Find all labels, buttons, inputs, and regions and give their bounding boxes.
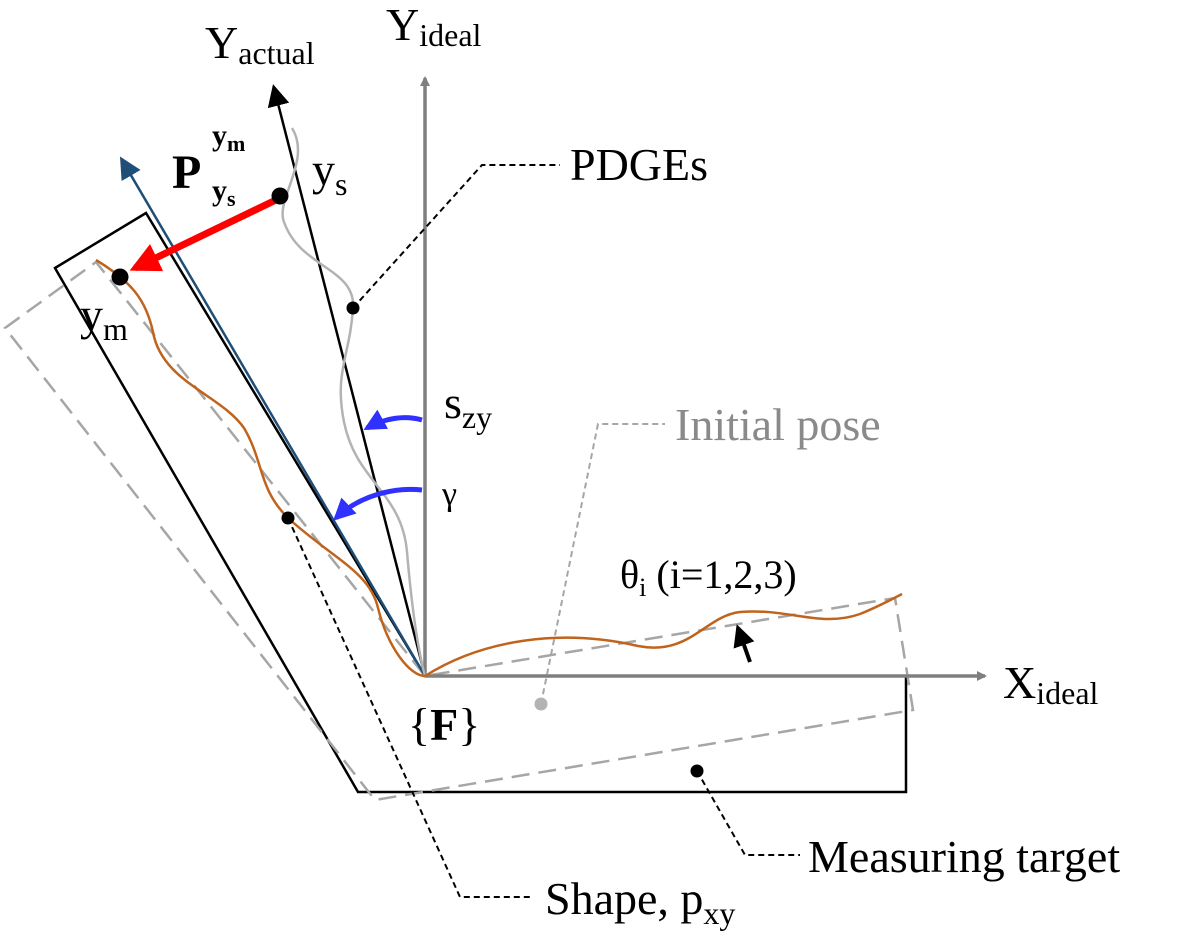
y-ideal-label: Yideal [386,0,482,53]
shape-leader [287,517,530,898]
gamma-label: γ [441,476,457,513]
ys-label: ys [312,144,347,202]
szy-arc [363,409,423,431]
measuring-target-leader [696,770,800,856]
projection-subscript: ys [212,174,236,211]
measuring-target-outline [53,211,908,794]
theta-label: θi (i=1,2,3) [620,552,797,602]
measuring-target-callout: Measuring target [808,831,1120,882]
shape-point [281,511,295,525]
frame-label: {F} [408,699,480,750]
measuring-target-point [690,764,704,778]
szy-label: szy [444,377,492,435]
projection-superscript: ym [212,119,245,156]
initial-pose-point [534,697,548,711]
pdges-leader [352,164,560,309]
blue-axis [119,156,427,677]
projection-symbol: P [172,146,201,199]
shape-curve-bottom [424,592,903,678]
pdges-point [346,301,360,315]
shape-curve-left [95,258,426,678]
ym-point [111,268,129,286]
ym-label: ym [80,289,128,347]
pdges-curve [281,127,427,677]
initial-pose-callout: Initial pose [675,399,881,450]
initial-pose-leader [540,423,665,705]
shape-callout: Shape, pxy [545,873,735,931]
y-actual-label: Yactual [205,17,315,71]
theta-arrow [733,624,755,663]
projection-arrow [129,194,282,272]
ys-point [271,187,289,205]
x-ideal-label: Xideal [1003,657,1099,711]
y-actual-axis [267,84,427,677]
gamma-arc [333,486,423,521]
pdges-callout: PDGEs [570,139,708,190]
